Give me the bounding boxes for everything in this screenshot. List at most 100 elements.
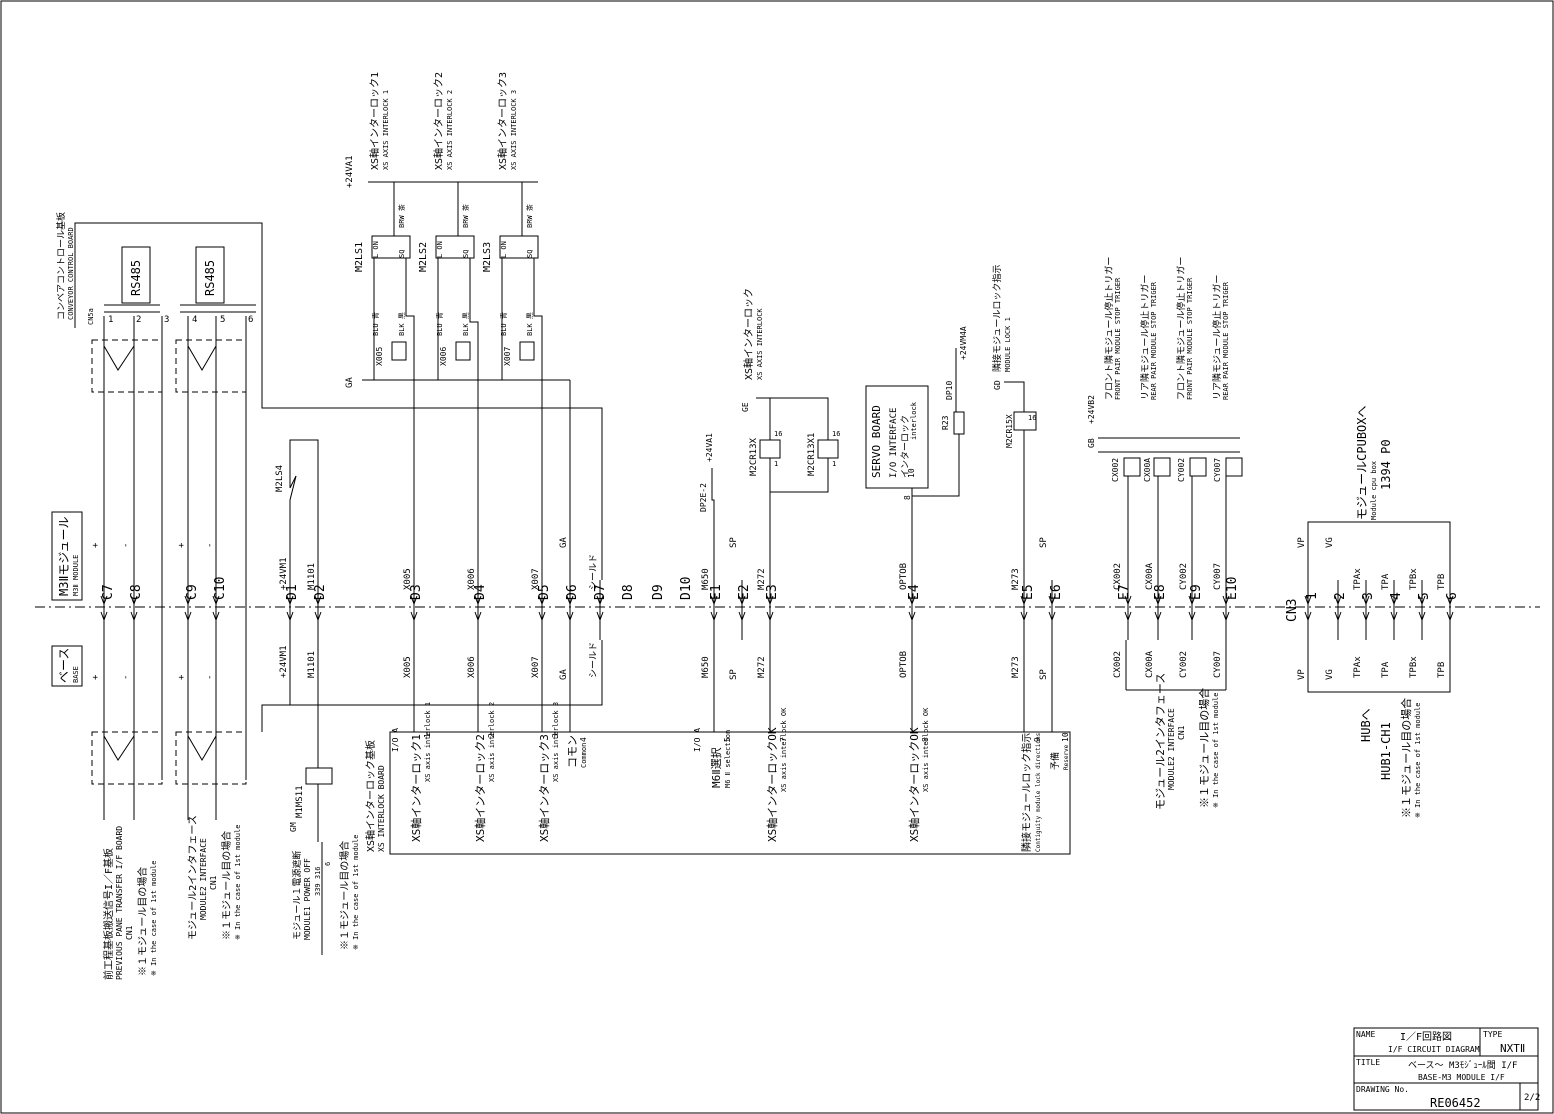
lower-signal-label: M272 — [757, 656, 767, 678]
upper-signal-label: SP — [729, 537, 739, 548]
svg-text:BLK 黒: BLK 黒 — [462, 312, 470, 336]
upper-signal-label: SP — [1039, 537, 1049, 548]
svg-text:前工程基板搬送信号I／F基板: 前工程基板搬送信号I／F基板 — [102, 848, 115, 980]
svg-text:CN1: CN1 — [125, 925, 134, 940]
svg-text:XS axis interlock 3: XS axis interlock 3 — [552, 702, 560, 782]
pin-arrow — [1020, 611, 1028, 622]
pin-arrow — [212, 595, 220, 606]
svg-text:6: 6 — [248, 315, 253, 325]
svg-text:リア隣モジュール停止トリガー: リア隣モジュール停止トリガー — [1211, 275, 1223, 400]
lower-signal-label: M650 — [701, 656, 711, 678]
connector-pin-label: D3 — [409, 584, 424, 600]
lower-signal-label: X006 — [467, 656, 477, 678]
svg-text:5: 5 — [220, 315, 225, 325]
upper-signal-label: シールド — [589, 554, 599, 590]
upper-signal-label: CY007 — [1213, 563, 1223, 590]
svg-text:M6 Ⅱ selection: M6 Ⅱ selection — [724, 730, 732, 788]
pin-arrow — [766, 595, 774, 606]
svg-text:BLK 黒: BLK 黒 — [526, 312, 534, 336]
svg-text:M6Ⅱ選択: M6Ⅱ選択 — [709, 747, 723, 788]
svg-text:BLK 黒: BLK 黒 — [398, 312, 406, 336]
upper-signal-label: GA — [559, 537, 569, 548]
pin-arrow — [710, 595, 718, 606]
pin-arrow — [1048, 595, 1056, 606]
upper-signal-label: - — [121, 543, 131, 548]
svg-text:X006: X006 — [439, 347, 448, 366]
lower-wires — [289, 640, 1053, 768]
svg-text:M2LS2: M2LS2 — [418, 242, 429, 272]
svg-text:モジュールCPUBOXへ: モジュールCPUBOXへ — [1355, 405, 1369, 520]
lower-signal-label: X005 — [403, 656, 413, 678]
svg-text:I/O A: I/O A — [693, 728, 702, 752]
connector-pin-label: C7 — [101, 584, 116, 600]
svg-text:XS軸インターロック1: XS軸インターロック1 — [368, 72, 381, 170]
pin-arrow — [1334, 595, 1342, 606]
connector-pin-label: D2 — [313, 584, 328, 600]
upper-signal-label: X006 — [467, 568, 477, 590]
svg-text:XS軸インターロック基板: XS軸インターロック基板 — [364, 740, 377, 852]
svg-text:CONVEYOR CONTROL BOARD: CONVEYOR CONTROL BOARD — [67, 227, 75, 320]
upper-signal-label: M272 — [757, 568, 767, 590]
svg-text:+24VA1: +24VA1 — [345, 155, 355, 188]
lower-signal-label: M1101 — [307, 651, 317, 678]
pin-arrow — [474, 611, 482, 622]
svg-text:RE06452: RE06452 — [1430, 1096, 1481, 1110]
svg-text:XS軸インターロック3: XS軸インターロック3 — [537, 734, 551, 842]
svg-text:CN1: CN1 — [209, 875, 218, 890]
svg-text:XS軸インターロック1: XS軸インターロック1 — [409, 734, 423, 842]
svg-text:モジュール１電源遮断: モジュール１電源遮断 — [291, 851, 303, 940]
upper-signal-label: VP — [1297, 537, 1307, 548]
xs-interlock-relay-block: XS軸インターロック XS AXIS INTERLOCK GE M2CR13X … — [699, 288, 840, 580]
svg-text:SQ: SQ — [526, 250, 534, 258]
svg-text:モジュール2インタフェース: モジュール2インタフェース — [187, 815, 199, 940]
pin-arrow — [1154, 595, 1162, 606]
upper-signal-label: TPAx — [1353, 568, 1363, 590]
stop-triggers: フロント隣モジュール停止トリガー FRONT PAIR MODULE STOP … — [1087, 257, 1243, 691]
svg-text:※１モジュール目の場合: ※１モジュール目の場合 — [136, 867, 149, 976]
svg-text:※１モジュール目の場合: ※１モジュール目の場合 — [1399, 698, 1413, 818]
pin-arrow — [1390, 611, 1398, 622]
bottom-left-labels: 前工程基板搬送信号I／F基板 PREVIOUS PANE TRANSFER I/… — [102, 815, 242, 980]
lower-signal-label: OPTOB — [899, 651, 909, 678]
svg-text:2: 2 — [487, 733, 496, 738]
svg-text:XS軸インターロックOK: XS軸インターロックOK — [907, 727, 921, 842]
svg-text:MODULE2 INTERFACE: MODULE2 INTERFACE — [199, 838, 208, 920]
connector-pin-label: E9 — [1189, 584, 1204, 600]
svg-text:隣接モジュールロック指示: 隣接モジュールロック指示 — [1020, 733, 1033, 852]
svg-text:XS axis interlock 2: XS axis interlock 2 — [488, 702, 496, 782]
lower-signal-label: TPB — [1437, 662, 1447, 678]
connector-pin-label: E10 — [1225, 577, 1240, 600]
pin-arrow — [286, 595, 294, 606]
svg-text:SQ: SQ — [398, 250, 406, 258]
svg-text:SERVO BOARD: SERVO BOARD — [870, 405, 883, 478]
pin-arrow — [766, 611, 774, 622]
svg-text:5: 5 — [723, 737, 732, 742]
svg-text:M3Ⅱモジュール: M3Ⅱモジュール — [57, 516, 71, 596]
svg-text:+24VM4A: +24VM4A — [959, 326, 968, 360]
svg-text:9: 9 — [1033, 737, 1042, 742]
svg-text:REAR PAIR MODULE STOP TRIGER: REAR PAIR MODULE STOP TRIGER — [1222, 281, 1230, 400]
svg-text:CX002: CX002 — [1111, 458, 1120, 482]
upper-signal-label: OPTOB — [899, 563, 909, 590]
connector-pin-label: E4 — [907, 584, 922, 600]
svg-text:XS軸インターロック2: XS軸インターロック2 — [432, 72, 445, 170]
pin-arrow — [1304, 595, 1312, 606]
pin-arrow — [596, 611, 604, 622]
svg-text:I／F回路図: I／F回路図 — [1400, 1030, 1452, 1043]
pin-arrow — [1188, 595, 1196, 606]
lower-signal-label: - — [205, 675, 215, 680]
connector-pin-label: C10 — [213, 577, 228, 600]
svg-text:CN5a: CN5a — [87, 308, 95, 325]
svg-text:6: 6 — [324, 862, 332, 866]
svg-text:※ In the case of 1st module: ※ In the case of 1st module — [352, 835, 360, 950]
pin-arrow — [410, 595, 418, 606]
lower-signal-label: GA — [559, 669, 569, 680]
svg-text:4: 4 — [192, 315, 197, 325]
interlock-2: XS軸インターロック2 XS AXIS INTERLOCK 2 M2LS2 L … — [418, 72, 479, 580]
pin-arrow — [1124, 595, 1132, 606]
svg-text:リア隣モジュール停止トリガー: リア隣モジュール停止トリガー — [1139, 275, 1151, 400]
pin-arrow — [1362, 595, 1370, 606]
